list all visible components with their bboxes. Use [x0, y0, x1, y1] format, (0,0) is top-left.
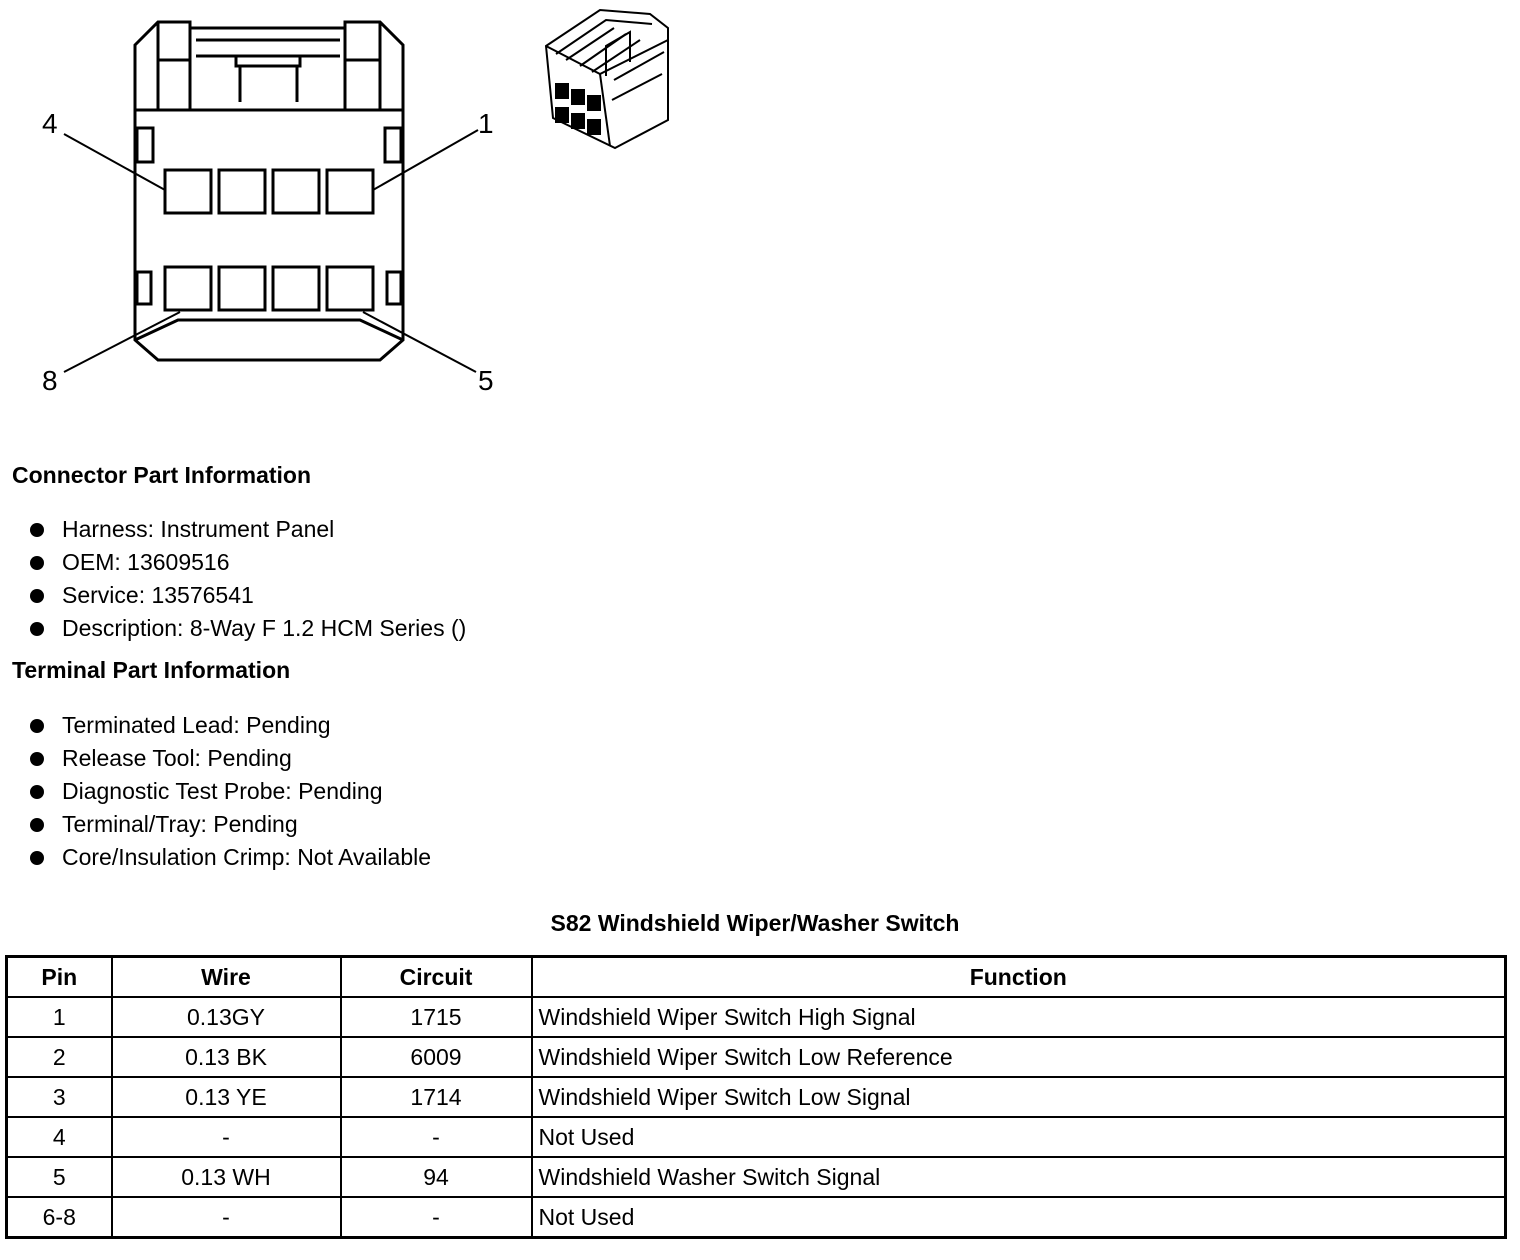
connector-info-list: Harness: Instrument Panel OEM: 13609516 …	[28, 513, 466, 645]
bullet-icon	[30, 589, 44, 603]
pin-5-leader-line	[362, 311, 477, 373]
list-item: OEM: 13609516	[28, 546, 466, 579]
circuit-cell: 1714	[339, 1076, 533, 1118]
function-cell: Windshield Wiper Switch High Signal	[530, 996, 1507, 1038]
bullet-icon	[30, 752, 44, 766]
table-row: 6-8 - - Not Used	[5, 1196, 1507, 1239]
wire-cell: -	[110, 1116, 342, 1158]
bullet-icon	[30, 818, 44, 832]
terminal-info-list: Terminated Lead: Pending Release Tool: P…	[28, 709, 431, 874]
pin-label-8: 8	[42, 365, 58, 396]
circuit-cell: 94	[339, 1156, 533, 1198]
pin-label-4: 4	[42, 108, 58, 139]
circuit-cell: -	[339, 1196, 533, 1239]
function-cell: Not Used	[530, 1116, 1507, 1158]
table-row: 1 0.13GY 1715 Windshield Wiper Switch Hi…	[5, 996, 1507, 1038]
wire-cell: -	[110, 1196, 342, 1239]
pin-4-leader-line	[63, 133, 166, 191]
pin-label-1: 1	[478, 108, 494, 139]
table-row: 3 0.13 YE 1714 Windshield Wiper Switch L…	[5, 1076, 1507, 1118]
column-header-wire: Wire	[110, 955, 342, 998]
wire-cell: 0.13 YE	[110, 1076, 342, 1118]
table-caption: S82 Windshield Wiper/Washer Switch	[550, 910, 960, 936]
list-item: Release Tool: Pending	[28, 742, 431, 775]
bullet-icon	[30, 719, 44, 733]
list-item: Service: 13576541	[28, 579, 466, 612]
bullet-icon	[30, 556, 44, 570]
table-row: 5 0.13 WH 94 Windshield Washer Switch Si…	[5, 1156, 1507, 1198]
connector-info-heading: Connector Part Information	[12, 462, 312, 488]
terminal-info-heading: Terminal Part Information	[12, 657, 291, 683]
circuit-cell: 6009	[339, 1036, 533, 1078]
function-cell: Windshield Wiper Switch Low Reference	[530, 1036, 1507, 1078]
connector-face-diagram: 4 1 8 5	[42, 8, 669, 396]
wire-cell: 0.13 WH	[110, 1156, 342, 1198]
function-cell: Windshield Wiper Switch Low Signal	[530, 1076, 1507, 1118]
pin-label-5: 5	[478, 365, 494, 396]
pin-cell: 6-8	[5, 1196, 113, 1239]
list-item: Terminated Lead: Pending	[28, 709, 431, 742]
circuit-cell: 1715	[339, 996, 533, 1038]
bullet-icon	[30, 622, 44, 636]
column-header-function: Function	[530, 955, 1507, 998]
pin-1-leader-line	[372, 129, 479, 191]
pin-cell: 4	[5, 1116, 113, 1158]
pinout-table: Pin Wire Circuit Function 1 0.13GY 1715 …	[5, 955, 1507, 1239]
wire-cell: 0.13GY	[110, 996, 342, 1038]
column-header-pin: Pin	[5, 955, 113, 998]
pin-cell: 3	[5, 1076, 113, 1118]
bullet-icon	[30, 851, 44, 865]
list-item: Description: 8-Way F 1.2 HCM Series ()	[28, 612, 466, 645]
pin-cell: 1	[5, 996, 113, 1038]
wire-cell: 0.13 BK	[110, 1036, 342, 1078]
column-header-circuit: Circuit	[339, 955, 533, 998]
list-item: Terminal/Tray: Pending	[28, 808, 431, 841]
bullet-icon	[30, 785, 44, 799]
table-row: 2 0.13 BK 6009 Windshield Wiper Switch L…	[5, 1036, 1507, 1078]
function-cell: Not Used	[530, 1196, 1507, 1239]
circuit-cell: -	[339, 1116, 533, 1158]
list-item: Harness: Instrument Panel	[28, 513, 466, 546]
connector-3d-illustration	[544, 8, 669, 150]
table-row: 4 - - Not Used	[5, 1116, 1507, 1158]
list-item: Diagnostic Test Probe: Pending	[28, 775, 431, 808]
pin-8-leader-line	[63, 311, 181, 373]
bullet-icon	[30, 523, 44, 537]
table-header-row: Pin Wire Circuit Function	[5, 955, 1507, 998]
pin-cell: 5	[5, 1156, 113, 1198]
pin-cell: 2	[5, 1036, 113, 1078]
list-item: Core/Insulation Crimp: Not Available	[28, 841, 431, 874]
function-cell: Windshield Washer Switch Signal	[530, 1156, 1507, 1198]
